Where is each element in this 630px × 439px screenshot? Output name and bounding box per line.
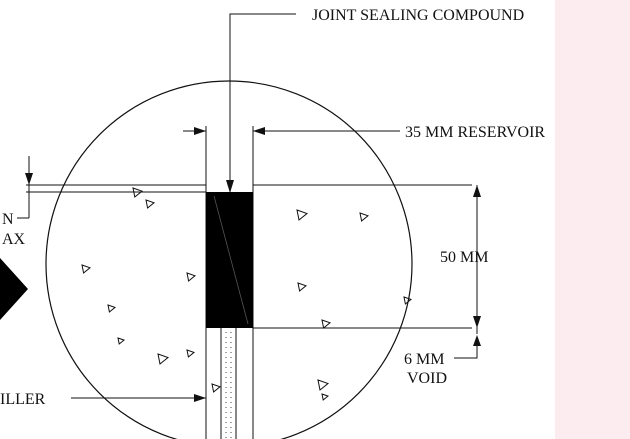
filler-strip <box>220 328 237 439</box>
aggregate-mark <box>186 349 196 358</box>
detail-circle <box>45 80 413 439</box>
aggregate-mark <box>186 272 197 282</box>
aggregate-mark <box>157 353 170 365</box>
aggregate-mark <box>317 379 330 391</box>
void-leader <box>454 338 478 359</box>
reservoir-left-arrow <box>194 127 206 135</box>
reservoir-right-arrow <box>253 127 265 135</box>
label-joint-sealing-compound: JOINT SEALING COMPOUND <box>312 7 524 24</box>
aggregate-mark <box>321 393 330 401</box>
label-reservoir: 35 MM RESERVOIR <box>405 124 545 141</box>
aggregate-mark <box>211 383 222 393</box>
label-void-value: 6 MM <box>404 351 444 368</box>
aggregate-mark <box>81 264 92 274</box>
aggregate-mark <box>403 296 413 305</box>
aggregate-mark <box>132 187 144 198</box>
aggregate-mark <box>296 209 309 221</box>
label-depth: 50 MM <box>440 249 488 266</box>
side-panel <box>555 0 630 439</box>
joint-sealing-leader <box>229 13 296 192</box>
aggregate-mark <box>107 304 117 313</box>
direction-arrow-head <box>0 258 28 320</box>
label-left-partial-1: N <box>2 211 14 228</box>
aggregate-marks <box>81 187 413 401</box>
aggregate-mark <box>359 212 370 222</box>
label-void-word: VOID <box>407 370 447 387</box>
label-left-partial-2: AX <box>2 231 26 248</box>
sealant-hatch <box>213 195 249 325</box>
aggregate-mark <box>145 199 156 209</box>
depth-arrow-bottom <box>473 316 481 328</box>
label-filler-partial: ILLER <box>0 391 46 408</box>
void-arrow <box>473 335 481 346</box>
aggregate-mark <box>117 337 126 345</box>
depth-arrow-top <box>473 185 481 197</box>
aggregate-mark <box>321 319 332 329</box>
sealant-block <box>206 192 253 328</box>
left-dim-arrow <box>25 173 33 185</box>
filler-arrow <box>194 394 206 402</box>
aggregate-mark <box>297 282 308 292</box>
joint-sealing-arrow <box>226 180 234 193</box>
